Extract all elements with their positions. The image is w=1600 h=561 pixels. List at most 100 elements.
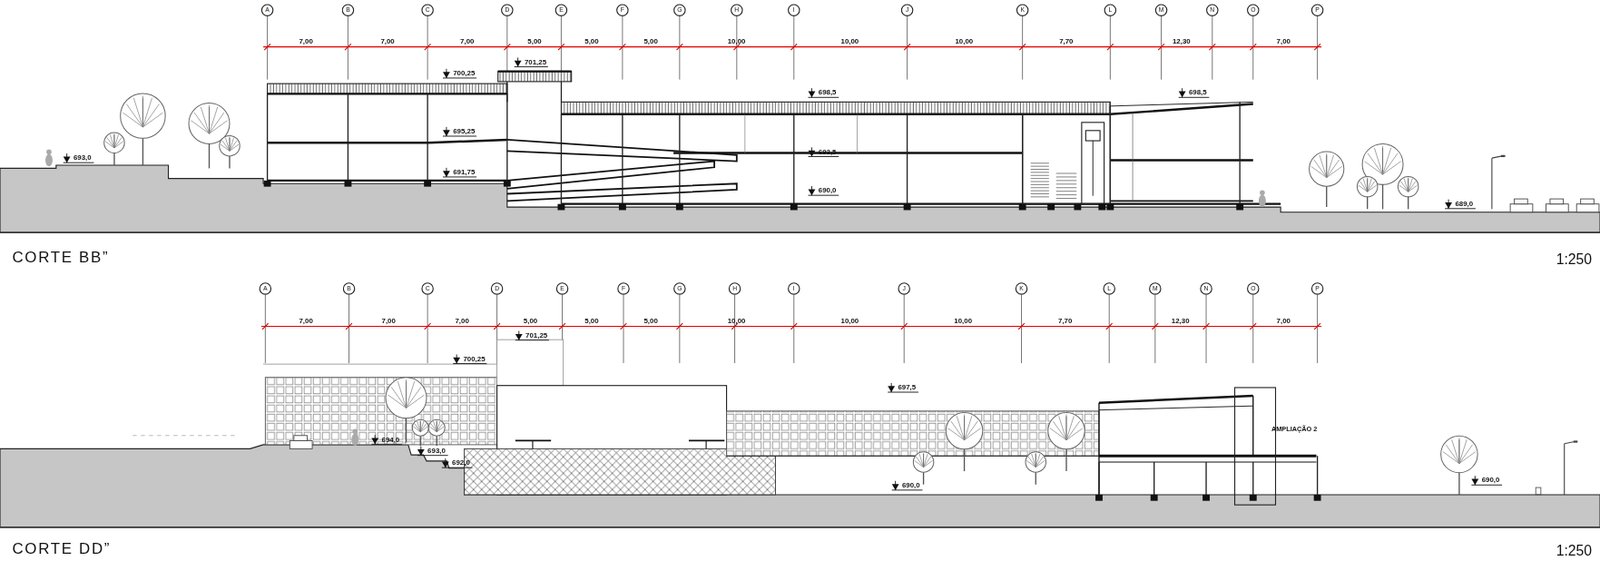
drawing-line [348, 294, 350, 364]
footing [676, 204, 684, 211]
drawing-line [1399, 185, 1409, 192]
section-title: CORTE BB” [11, 248, 109, 265]
level-line [442, 136, 477, 138]
level-line [63, 162, 95, 164]
grid-bubble: E [556, 282, 569, 295]
drawing-line [142, 98, 144, 126]
person-figure [45, 154, 53, 167]
drawing-line [678, 114, 680, 205]
dimension-text: 10,00 [841, 38, 860, 46]
level-line [442, 77, 477, 79]
drawing-line [263, 46, 1322, 48]
grid-letter: K [1019, 285, 1024, 293]
tree-crown [1048, 412, 1085, 449]
drawing-line [1358, 185, 1368, 192]
drawing-line [964, 428, 982, 441]
drawing-line [405, 379, 407, 408]
core-wall [1022, 114, 1111, 205]
footing [1098, 204, 1106, 211]
drawing-line [1363, 178, 1368, 193]
dimension-text: 12,30 [1171, 316, 1190, 324]
tree-crown [428, 419, 445, 436]
drawing-line [122, 112, 143, 128]
grid-letter: P [1315, 285, 1320, 293]
footing [1249, 494, 1257, 501]
drawing-line [1238, 101, 1240, 204]
level-line [515, 339, 550, 341]
drawing-line [1030, 184, 1050, 186]
footing [1095, 494, 1103, 501]
drawing-line [267, 179, 508, 182]
note-text: AMPLIAÇÃO 2 [1271, 426, 1317, 433]
drawing-line [209, 107, 218, 134]
level-line [371, 443, 403, 445]
drawing-line [1383, 147, 1392, 175]
slab-line [507, 161, 715, 189]
tree-crown [945, 412, 982, 449]
dimension-text: 10,00 [841, 316, 860, 324]
grid-letter: O [1250, 285, 1256, 293]
elevation-level: 690,0 [902, 480, 921, 489]
drawing-line [107, 137, 115, 148]
level-line [887, 392, 919, 393]
drawing-line [265, 294, 266, 364]
footing [1106, 204, 1114, 211]
grid-bubble: H [730, 3, 743, 16]
elevation-level: 690,0 [1482, 476, 1501, 484]
drawing-line [266, 93, 268, 181]
grid-letter: M [1152, 285, 1159, 293]
ground-fill [0, 444, 1600, 528]
dimension-text: 12,30 [1172, 38, 1191, 46]
drawing-line [1326, 155, 1335, 178]
level-line [66, 153, 68, 163]
drawing-line [1364, 161, 1384, 175]
grid-bubble: B [343, 282, 355, 295]
drawing-line [132, 434, 235, 436]
person-figure [351, 433, 359, 446]
grid-bubble: E [555, 3, 568, 16]
elevator-car [1085, 130, 1100, 141]
drawing-line [1153, 461, 1155, 495]
grid-letter: P [1315, 7, 1320, 14]
elevation-level: 697,5 [897, 382, 916, 391]
grid-letter: N [1209, 7, 1215, 14]
drawing-line [436, 421, 438, 432]
drawing-line [208, 105, 210, 134]
drawing-line [267, 92, 508, 95]
grid-bubble: D [500, 3, 513, 16]
drawing-line [744, 114, 746, 154]
grid-bubble: J [897, 282, 910, 295]
grid-bubble: O [1246, 3, 1259, 16]
drawing-line [1056, 197, 1077, 199]
drawing-line [1367, 178, 1373, 193]
level-line [811, 186, 813, 196]
tree-crown [912, 451, 933, 472]
drawing-line [706, 440, 707, 449]
level-line [445, 127, 447, 137]
grid-bubble: K [1015, 282, 1028, 295]
level-line [514, 66, 549, 68]
drawing-line [1035, 456, 1043, 468]
car [1576, 204, 1600, 213]
grid-letter: B [346, 285, 352, 293]
grid-bubble: D [490, 282, 503, 295]
tree-crown [219, 135, 240, 156]
drawing-line [1099, 454, 1316, 458]
level-line [445, 167, 447, 177]
drawing-line [209, 112, 225, 134]
drawing-line [261, 325, 1322, 327]
drawing-line [964, 421, 979, 441]
drawing-line [1030, 168, 1050, 170]
drawing-line [433, 421, 438, 432]
elevation-level: 694,0 [382, 435, 401, 443]
drawing-line [1028, 456, 1036, 468]
drawing-line [1360, 181, 1368, 193]
grid-bubble: I [787, 3, 800, 16]
drawing-line [956, 415, 964, 440]
drawing-line [1311, 166, 1327, 177]
drawing-line [1030, 190, 1050, 192]
drawing-line [1452, 439, 1460, 463]
drawing-line [1316, 294, 1318, 364]
tree-crown [1309, 151, 1345, 187]
